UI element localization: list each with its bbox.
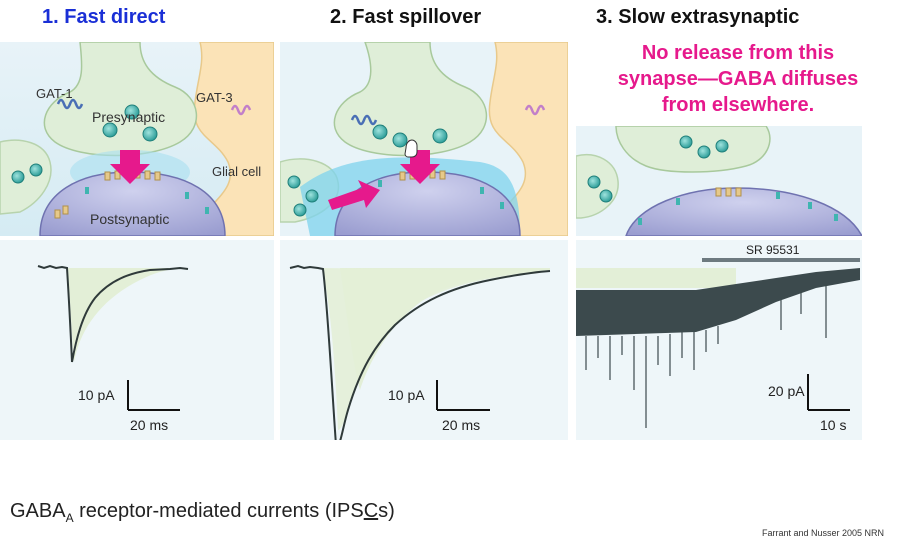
neighbor-terminal bbox=[0, 139, 52, 215]
presynaptic-label: Presynaptic bbox=[92, 109, 165, 125]
vesicles bbox=[587, 135, 729, 203]
presynaptic-terminal bbox=[615, 126, 771, 173]
note-line-3: from elsewhere. bbox=[661, 94, 815, 116]
scalebar-y-label: 20 pA bbox=[768, 383, 805, 399]
panel3-title: 3. Slow extrasynaptic bbox=[596, 6, 800, 28]
ipsc-trace bbox=[289, 264, 551, 440]
panel1-title: 1. Fast direct bbox=[42, 6, 166, 28]
noisy-current-band bbox=[576, 268, 860, 336]
panel2-synapse-diagram bbox=[280, 42, 568, 236]
release-arrow-icon bbox=[400, 150, 440, 184]
panel3-synapse-diagram bbox=[576, 126, 862, 236]
fast-area bbox=[68, 268, 190, 362]
panel1-ipsc-trace: 10 pA 20 ms bbox=[0, 240, 274, 440]
panel3-tonic-current-trace: SR 95531 20 pA 10 s bbox=[576, 240, 862, 440]
gat1-transporter-icon bbox=[350, 114, 378, 126]
receptors bbox=[715, 187, 742, 197]
scalebar-x-label: 20 ms bbox=[130, 417, 168, 433]
caption-suffix: s) bbox=[378, 500, 395, 522]
panel1-synapse-diagram: GAT-1 Presynaptic GAT-3 Glial cell Posts… bbox=[0, 42, 274, 236]
ipsc-trace bbox=[37, 264, 189, 363]
note-line-1: No release from this bbox=[641, 42, 835, 64]
scalebar-x-label: 10 s bbox=[820, 417, 846, 433]
gat3-transporter-icon bbox=[230, 104, 252, 116]
gat3-transporter-icon bbox=[524, 104, 546, 116]
ipsc-spikes bbox=[585, 284, 827, 428]
scalebar-y-label: 10 pA bbox=[78, 387, 115, 403]
caption-subscript: A bbox=[65, 511, 74, 525]
caption-mid: receptor-mediated currents (IPS bbox=[73, 500, 364, 522]
caption-underlined: C bbox=[363, 500, 379, 522]
release-arrow-icon bbox=[110, 150, 150, 184]
gat1-label: GAT-1 bbox=[36, 86, 73, 101]
note-line-2: synapse—GABA diffuses bbox=[617, 68, 859, 90]
gat1-transporter-icon bbox=[56, 98, 84, 110]
vesicles bbox=[11, 104, 158, 184]
figure-caption: GABAA receptor-mediated currents (IPSCs) bbox=[10, 500, 395, 525]
citation: Farrant and Nusser 2005 NRN bbox=[762, 528, 885, 538]
caption-prefix: GABA bbox=[10, 500, 66, 522]
hand-cursor-icon bbox=[404, 139, 418, 158]
slow-area bbox=[322, 268, 550, 430]
scalebar-y-label: 10 pA bbox=[388, 387, 425, 403]
postsynaptic-label: Postsynaptic bbox=[90, 211, 169, 227]
panel2-ipsc-trace: 10 pA 20 ms bbox=[280, 240, 568, 440]
scalebar-x-label: 20 ms bbox=[442, 417, 480, 433]
vesicles bbox=[287, 124, 448, 217]
gat3-label: GAT-3 bbox=[196, 90, 233, 105]
tonic-current-area bbox=[576, 268, 736, 288]
drug-label: SR 95531 bbox=[746, 243, 800, 257]
extrasynaptic-receptors bbox=[638, 192, 838, 225]
panel3-note: No release from this synapse—GABA diffus… bbox=[578, 40, 898, 118]
glial-label: Glial cell bbox=[212, 164, 261, 179]
extrasynaptic-receptors bbox=[85, 187, 209, 214]
spillover-arrow-icon bbox=[328, 180, 380, 210]
panel2-title: 2. Fast spillover bbox=[330, 6, 482, 28]
